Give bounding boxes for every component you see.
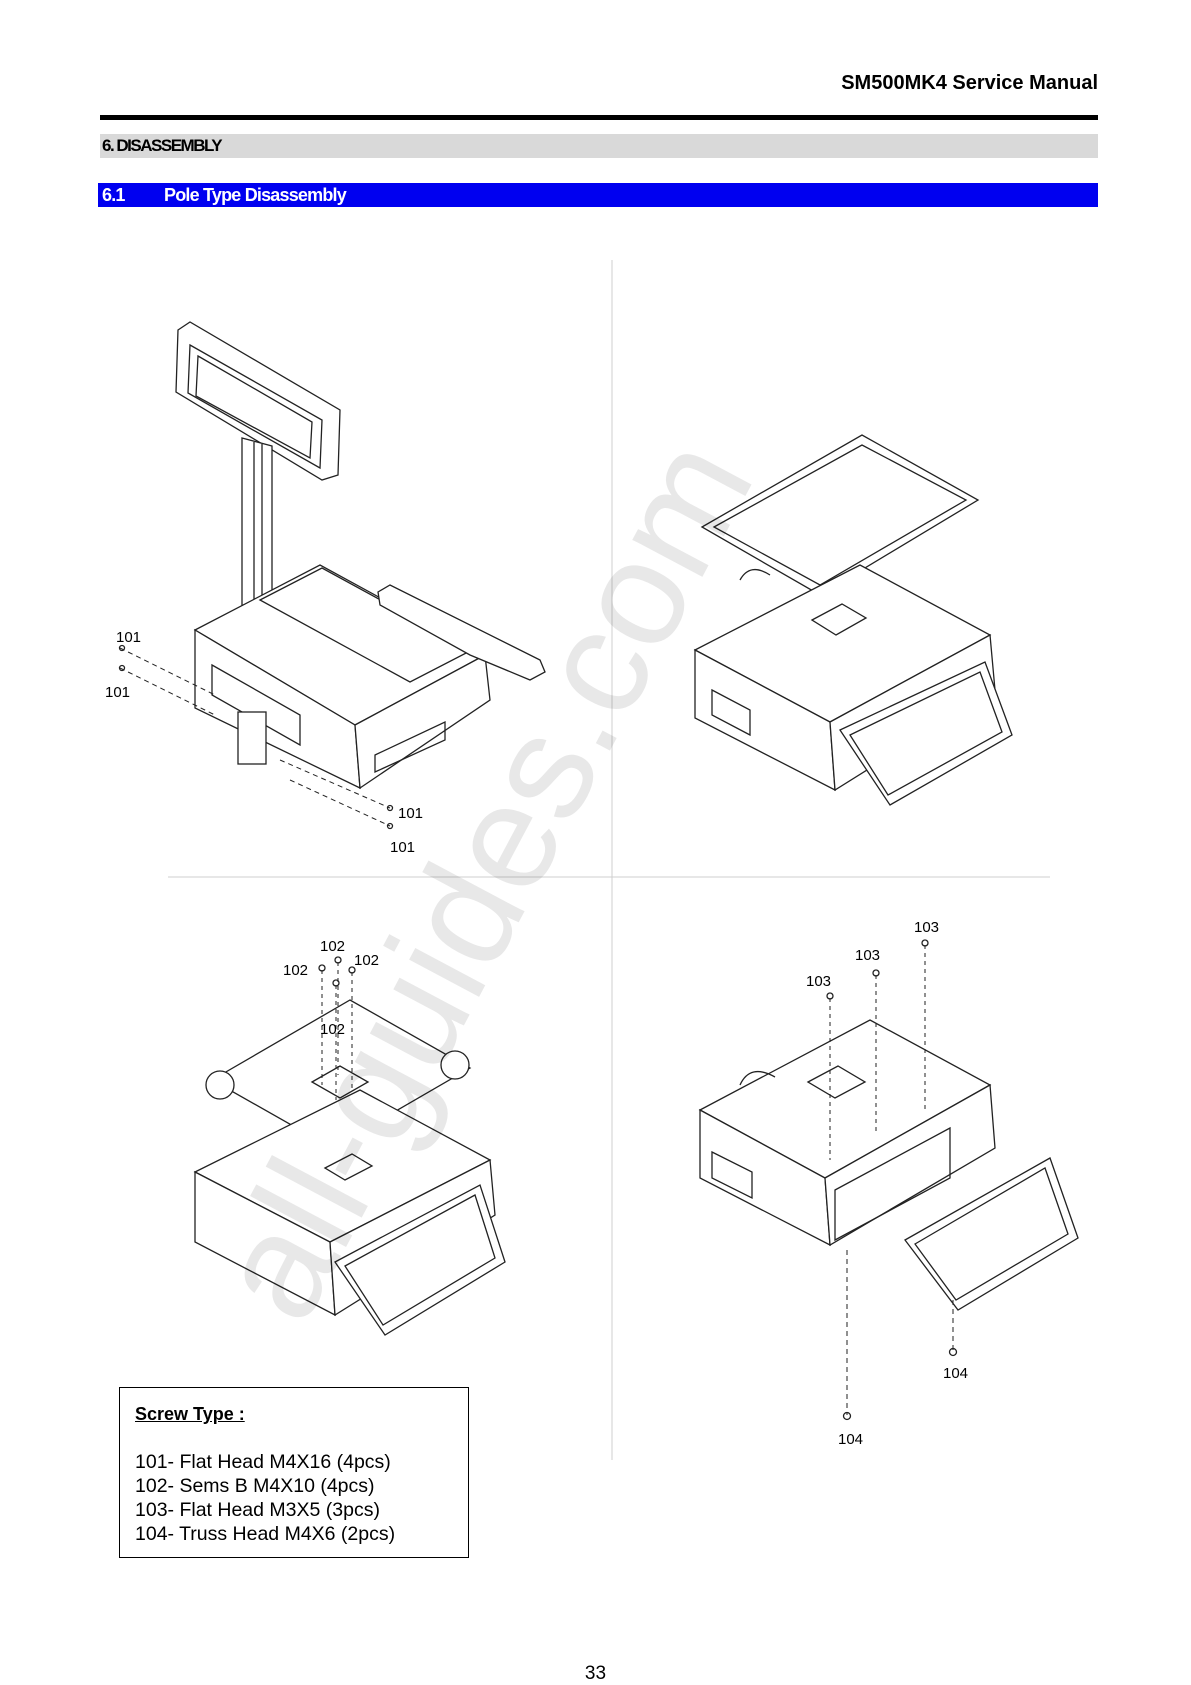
page-number: 33 bbox=[0, 1663, 1191, 1685]
fig1-label: 101 bbox=[105, 684, 130, 701]
fig3-label: 102 bbox=[320, 938, 345, 955]
figure-4-display-removal bbox=[700, 940, 1078, 1420]
screw-legend-item: 101- Flat Head M4X16 (4pcs) bbox=[135, 1450, 453, 1474]
fig4-label: 104 bbox=[943, 1365, 968, 1382]
screw-legend-item: 103- Flat Head M3X5 (3pcs) bbox=[135, 1498, 453, 1522]
screw-legend-title: Screw Type : bbox=[135, 1402, 453, 1426]
fig4-label: 104 bbox=[838, 1431, 863, 1448]
fig4-label: 103 bbox=[855, 947, 880, 964]
screw-legend-item: 102- Sems B M4X10 (4pcs) bbox=[135, 1474, 453, 1498]
screw-legend-item: 104- Truss Head M4X6 (2pcs) bbox=[135, 1522, 453, 1546]
fig1-label: 101 bbox=[116, 629, 141, 646]
fig4-label: 103 bbox=[914, 919, 939, 936]
screw-type-legend: Screw Type : 101- Flat Head M4X16 (4pcs)… bbox=[119, 1387, 469, 1558]
fig4-label: 103 bbox=[806, 973, 831, 990]
fig3-label: 102 bbox=[283, 962, 308, 979]
